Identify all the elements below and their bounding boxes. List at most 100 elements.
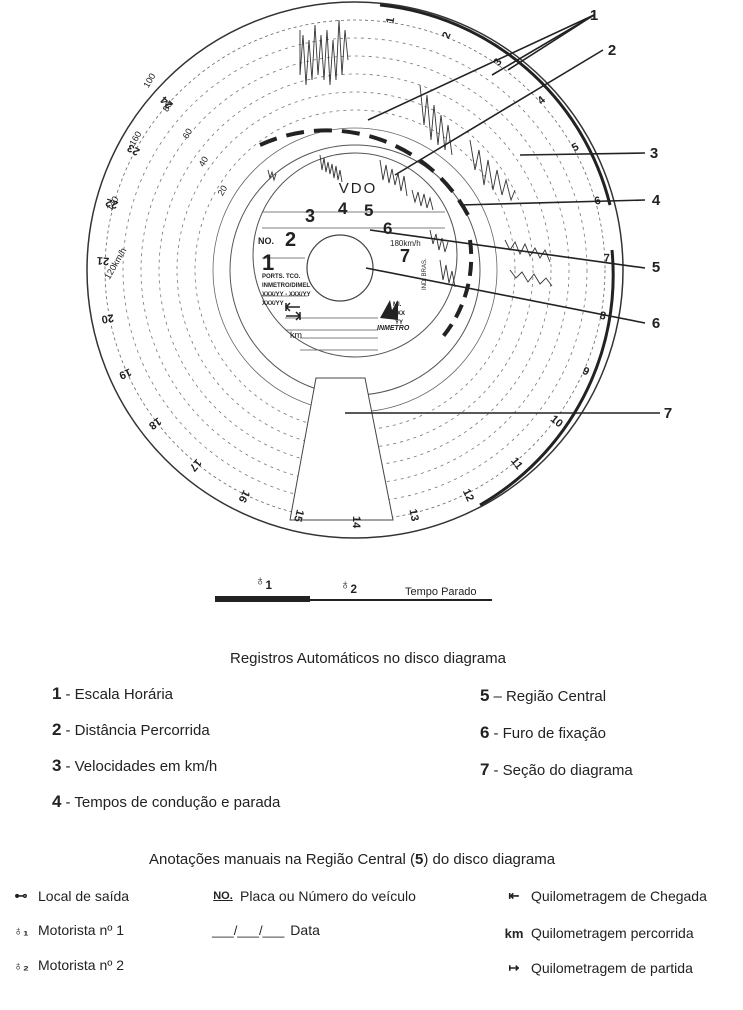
stop-time-legend: ♁1 ♁2 Tempo Parado xyxy=(215,572,505,612)
center-arrival-icon xyxy=(284,302,300,312)
no-label: NO. xyxy=(258,236,274,246)
hour-label: 16 xyxy=(236,488,252,504)
departure-icon: ↦ xyxy=(508,960,520,975)
region-number: 7 xyxy=(400,246,410,266)
driving-time-arc-2 xyxy=(438,239,474,342)
callout-number: 2 xyxy=(608,42,616,59)
callout-number: 6 xyxy=(652,315,660,332)
speed-label: 100 xyxy=(141,71,157,89)
arrival-icon: ⇤ xyxy=(508,888,520,903)
annotation-text: Local de saída xyxy=(38,888,130,904)
right-line: XXX xyxy=(393,311,405,317)
annotation-text: Data xyxy=(290,922,320,938)
hour-label: 21 xyxy=(97,254,110,267)
annotation-item: NO. Placa ou Número do veículo xyxy=(212,888,416,904)
hour-label: 7 xyxy=(604,252,610,264)
hour-label: 22 xyxy=(104,196,119,211)
region-number: 3 xyxy=(305,206,315,226)
inmetro-label: INMETRO xyxy=(377,325,410,332)
tachograph-disc: VDO NO. km 180km/h INMETRO IND. BRAS. PO… xyxy=(62,0,673,539)
disc-outline xyxy=(62,0,619,520)
port-line: XXX/YY - XXX/YY xyxy=(262,292,311,298)
legend-item: 3- Velocidades em km/h xyxy=(52,756,217,776)
inmetro-mark xyxy=(380,300,398,320)
section2-title: Anotações manuais na Região Central (5) … xyxy=(149,851,556,868)
legend-text: - Escala Horária xyxy=(65,686,174,703)
legend-item: 2- Distância Percorrida xyxy=(52,720,210,740)
hour-arc-top xyxy=(379,3,612,206)
section1-title: Registros Automáticos no disco diagrama xyxy=(230,650,506,667)
annotation-item: ♁₂ Motorista nº 2 xyxy=(10,957,124,973)
driver2-icon: ♁2 xyxy=(340,576,357,596)
callout-number: 7 xyxy=(664,405,672,422)
driver1-icon: ♁1 xyxy=(255,572,272,592)
annotation-text: Quilometragem de partida xyxy=(531,960,693,976)
driver2-icon: ♁₂ xyxy=(13,957,29,973)
ring-d xyxy=(158,73,552,467)
hour-arc-right xyxy=(479,249,615,507)
right-line: YY xyxy=(395,320,403,326)
port-line: INMETRO/DIMEL xyxy=(262,283,310,289)
annotation-item: ___/___/___ Data xyxy=(212,922,320,938)
hour-label: 1 xyxy=(384,16,397,24)
legend-item: 6- Furo de fixação xyxy=(480,723,606,743)
driving-bar xyxy=(215,596,310,602)
stop-time-label: Tempo Parado xyxy=(405,586,477,598)
legend-number: 3 xyxy=(52,756,62,775)
hour-label: 11 xyxy=(508,455,525,472)
legend-text: - Seção do diagrama xyxy=(493,762,633,779)
plate-icon: NO. xyxy=(213,890,233,902)
legend-number: 5 xyxy=(480,686,490,705)
region-number: 6 xyxy=(383,219,392,238)
legend-number: 7 xyxy=(480,760,490,779)
annotation-text: Motorista nº 1 xyxy=(38,922,125,938)
port-line: XXX/YY xyxy=(262,301,284,307)
hour-label: 12 xyxy=(460,487,476,503)
ring-f xyxy=(194,109,516,431)
region-number: 5 xyxy=(364,201,373,220)
legend-item: 1- Escala Horária xyxy=(52,684,173,704)
brand-label: VDO xyxy=(339,180,378,197)
speed-label: 160 xyxy=(127,129,143,147)
legend-number: 4 xyxy=(52,792,62,811)
legend-text: - Furo de fixação xyxy=(493,725,607,742)
legend-item: 5– Região Central xyxy=(480,686,606,706)
port-line: PORTS. TCO. xyxy=(262,274,301,280)
callout-number: 5 xyxy=(652,259,660,276)
callout-number: 4 xyxy=(652,192,661,209)
legend-number: 1 xyxy=(52,684,62,703)
annotation-text: Quilometragem percorrida xyxy=(531,925,694,941)
fixation-hole xyxy=(306,234,374,302)
annotation-text: Quilometragem de Chegada xyxy=(531,888,707,904)
legend-text: - Tempos de condução e parada xyxy=(65,794,281,811)
region-number: 1 xyxy=(262,250,274,275)
speed-label: 180km/h xyxy=(390,239,421,248)
annotation-text: Placa ou Número do veículo xyxy=(240,888,416,904)
callout-number: 3 xyxy=(650,145,658,162)
center-departure-icon xyxy=(286,311,302,321)
region-number: 2 xyxy=(285,229,296,251)
legend-number: 2 xyxy=(52,720,62,739)
right-line: MI. xyxy=(393,302,402,308)
speed-label: 20 xyxy=(216,184,230,198)
hour-label: 20 xyxy=(101,311,115,325)
ind-bras-label: IND. BRAS. xyxy=(422,258,428,290)
hour-label: 19 xyxy=(117,365,133,381)
date-icon: ___/___/___ xyxy=(212,922,285,938)
hour-label: 14 xyxy=(350,516,362,529)
annotation-text: Motorista nº 2 xyxy=(38,957,125,973)
legend-text: - Velocidades em km/h xyxy=(65,758,218,775)
hour-label: 8 xyxy=(598,310,607,323)
driving-time-arc xyxy=(259,128,470,216)
center-lines xyxy=(262,211,445,351)
hour-label: 4 xyxy=(535,93,548,107)
annotation-item: ⊷ Local de saída xyxy=(10,888,130,904)
legend-number: 6 xyxy=(480,723,490,742)
legend-item: 7- Seção do diagrama xyxy=(480,760,633,780)
key-icon: ⊷ xyxy=(14,888,28,903)
hour-label: 10 xyxy=(548,413,565,430)
hour-label: 15 xyxy=(291,508,306,523)
hour-label: 13 xyxy=(406,508,420,522)
